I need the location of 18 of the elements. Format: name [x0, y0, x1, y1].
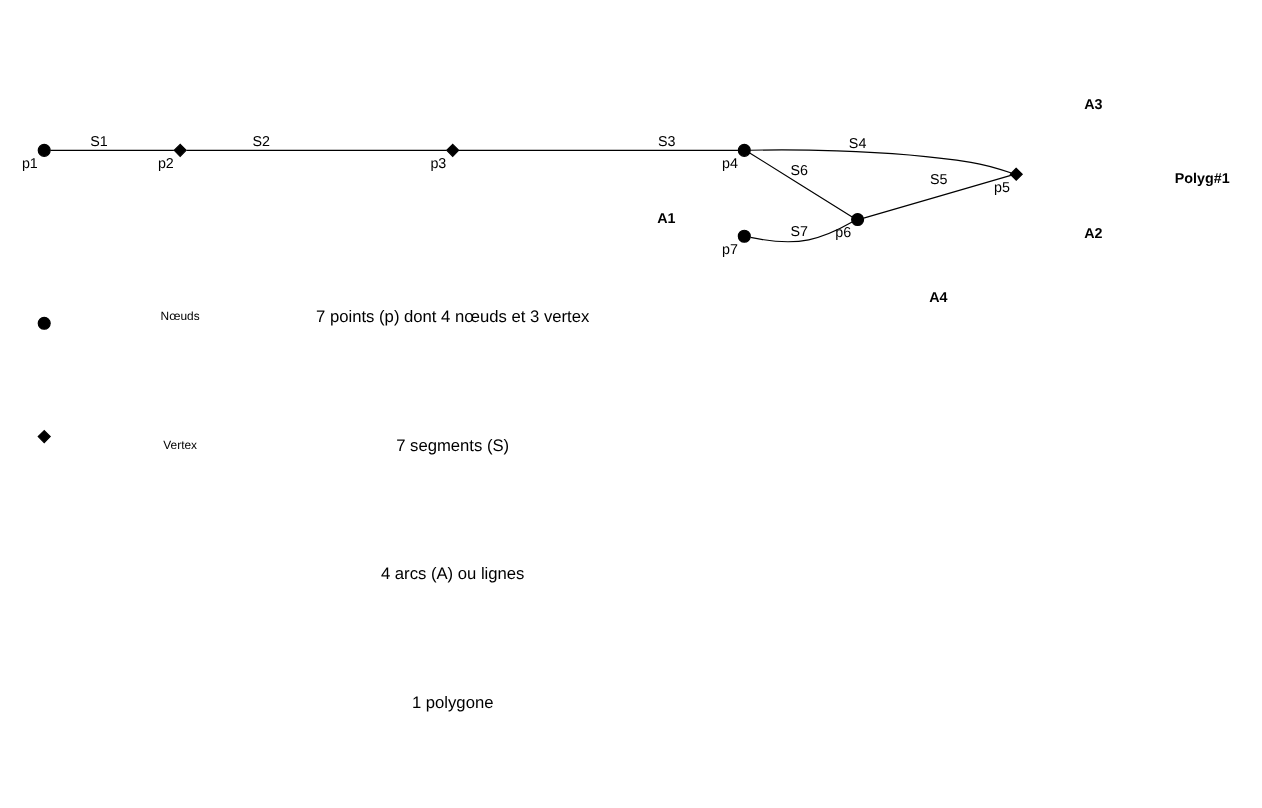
- label: 7 points (p) dont 4 nœuds et 3 vertex: [316, 304, 590, 325]
- label: 4 arcs (A) ou lignes: [380, 562, 525, 583]
- node-diamond: [173, 142, 187, 157]
- connector: [863, 173, 1012, 218]
- node-circle: [737, 142, 751, 156]
- connector: [749, 151, 853, 217]
- node-circle: [851, 212, 865, 226]
- connector: [458, 148, 739, 150]
- node-circle: [737, 228, 751, 242]
- node-diamond: [445, 142, 460, 157]
- connector: [749, 148, 1013, 173]
- connector: [749, 220, 853, 242]
- label: 1 polygone: [411, 691, 494, 712]
- connector: [185, 148, 448, 150]
- node-circle: [37, 142, 51, 156]
- label: 7 segments (S): [396, 433, 510, 454]
- connector: [49, 148, 175, 150]
- node-diamond: [1009, 166, 1024, 181]
